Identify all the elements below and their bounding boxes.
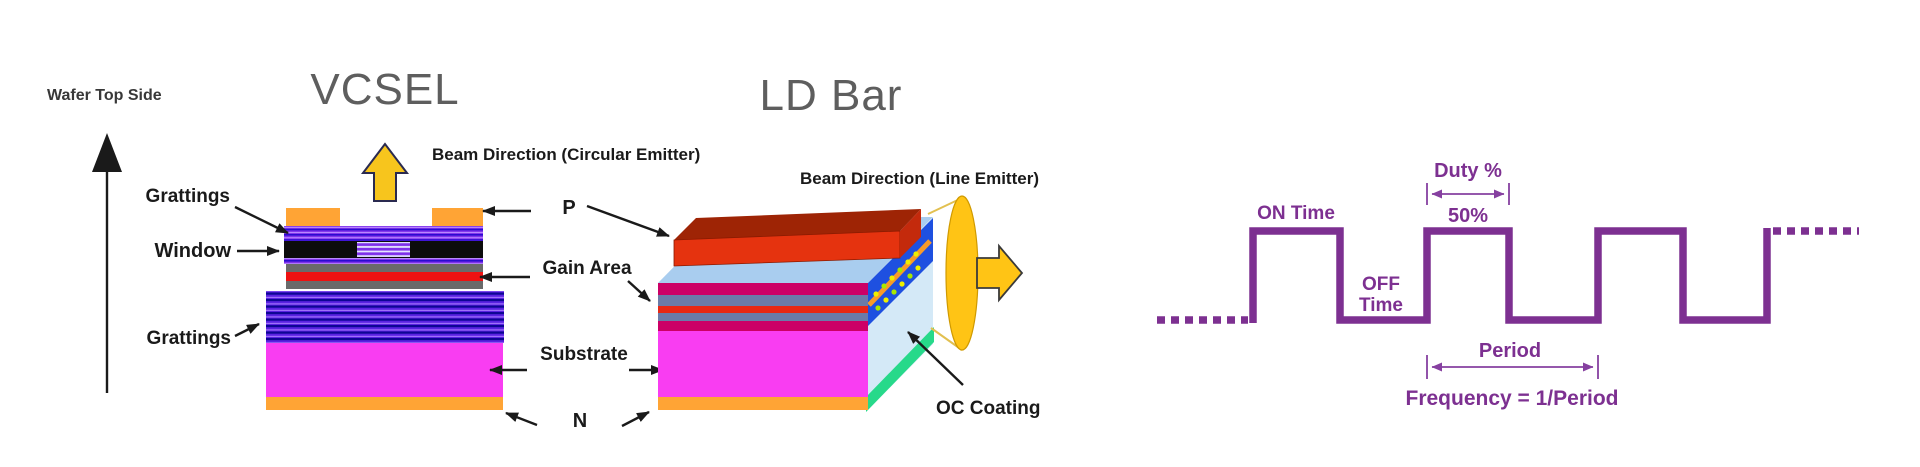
ld-bar-title: LD Bar xyxy=(760,71,903,120)
duty-value: 50% xyxy=(1448,205,1488,227)
oc-coating-label: OC Coating xyxy=(936,398,1041,419)
emission-dots xyxy=(873,251,921,311)
duty-dimension xyxy=(1426,183,1510,205)
ld-crimson-bottom-layer xyxy=(658,321,868,331)
period-dimension xyxy=(1426,355,1599,379)
ld-oc-coating-strip xyxy=(866,327,934,412)
ld-front-face-layers xyxy=(658,283,868,410)
off-time-label-line2: Time xyxy=(1359,295,1403,316)
period-label: Period xyxy=(1479,340,1541,362)
vcsel-lower-grating-layer xyxy=(266,291,504,343)
gain-area-label: Gain Area xyxy=(542,258,631,279)
gratings-bottom-label: Grattings xyxy=(147,328,231,349)
vcsel-gain-stripe xyxy=(286,272,483,281)
ld-cladding-upper xyxy=(658,295,868,306)
gratings-top-arrow xyxy=(234,205,289,235)
n-arrow-left xyxy=(505,411,538,427)
oc-coating-arrow xyxy=(907,331,964,386)
window-label: Window xyxy=(155,240,232,262)
on-time-label: ON Time xyxy=(1257,203,1335,224)
ld-bar-box xyxy=(658,209,934,412)
ld-crimson-top-layer xyxy=(658,283,868,295)
vcsel-n-contact-layer xyxy=(266,397,503,410)
vcsel-title: VCSEL xyxy=(310,65,459,114)
collimating-lens xyxy=(945,195,979,351)
duty-cycle-waveform: Duty % 50% ON Time OFF Time Period Frequ… xyxy=(1157,160,1859,410)
square-wave xyxy=(1249,227,1771,324)
vcsel-window-aperture xyxy=(357,242,410,257)
vcsel-substrate-layer xyxy=(266,343,503,397)
ld-substrate-layer xyxy=(658,331,868,397)
p-arrow-right xyxy=(586,204,670,238)
ld-cladding-lower xyxy=(658,313,868,321)
gratings-top-label: Grattings xyxy=(146,186,230,207)
wafer-top-side-label: Wafer Top Side xyxy=(47,87,162,104)
n-label: N xyxy=(573,410,587,432)
frequency-label: Frequency = 1/Period xyxy=(1406,387,1619,410)
substrate-label: Substrate xyxy=(540,344,628,365)
n-arrow-right xyxy=(621,410,650,428)
vcsel-grating-thin-layer xyxy=(284,258,483,264)
vcsel-beam-arrow-icon xyxy=(360,142,410,202)
ld-emission-stripe xyxy=(867,239,932,307)
ld-beam-direction-label: Beam Direction (Line Emitter) xyxy=(800,169,1039,188)
off-time-label-line1: OFF xyxy=(1362,274,1400,295)
output-beam-arrow-icon xyxy=(976,243,1024,303)
vcsel-beam-direction-label: Beam Direction (Circular Emitter) xyxy=(432,145,700,164)
wafer-axis-arrow xyxy=(92,133,122,393)
ld-ridge-bar xyxy=(673,209,921,267)
duty-label: Duty % xyxy=(1434,160,1502,182)
vcsel-stack xyxy=(266,208,504,410)
vcsel-p-contact-right xyxy=(432,208,483,226)
vcsel-p-contact-left xyxy=(286,208,340,226)
ridge-end-face xyxy=(900,209,921,258)
p-label: P xyxy=(562,197,575,219)
ld-active-red-layer xyxy=(658,306,868,313)
gain-area-arrow-right xyxy=(627,280,651,302)
ld-n-contact-layer xyxy=(658,397,868,410)
vcsel-upper-grating-layer xyxy=(284,226,483,241)
gratings-bottom-arrow xyxy=(234,322,260,338)
